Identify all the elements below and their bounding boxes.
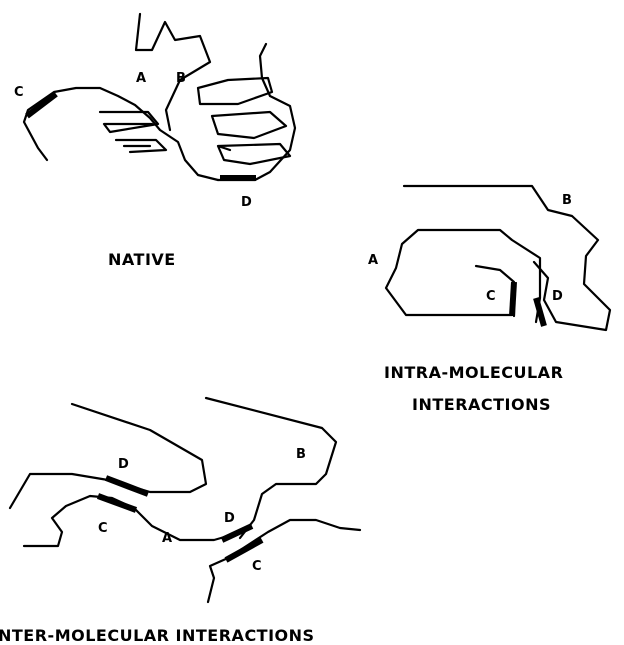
inter-chain-bottom-c [208, 520, 360, 602]
intra-chain-b [404, 186, 610, 330]
native-label-c: C [14, 85, 24, 100]
inter-segment-d1 [106, 478, 148, 494]
inter-structure: D C A D B C [10, 398, 360, 602]
intra-label-c: C [486, 289, 496, 304]
native-strands-a [100, 112, 166, 152]
native-segment-c [27, 94, 56, 116]
native-sheets-b [198, 78, 290, 164]
inter-label-b: B [296, 447, 306, 462]
inter-label-d2: D [224, 511, 235, 526]
inter-label-c2: C [252, 559, 262, 574]
native-label-a: A [136, 71, 146, 86]
inter-label-d1: D [118, 457, 129, 472]
inter-chain-left-top [10, 404, 206, 508]
intra-caption-line1: INTRA-MOLECULAR [384, 363, 563, 382]
inter-caption: NTER-MOLECULAR INTERACTIONS [0, 626, 315, 645]
native-structure: C A B D [14, 14, 295, 210]
intra-segment-c [512, 282, 514, 316]
inter-segment-d2 [222, 526, 252, 540]
inter-label-c1: C [98, 521, 108, 536]
intra-chain-a [386, 230, 540, 322]
intra-caption-line2: INTERACTIONS [412, 395, 551, 414]
inter-segment-c2 [226, 540, 262, 560]
inter-label-a: A [162, 531, 172, 546]
native-label-d: D [241, 195, 252, 210]
intra-label-b: B [562, 193, 572, 208]
intra-label-d: D [552, 289, 563, 304]
inter-segment-c1 [98, 496, 136, 510]
native-caption: NATIVE [108, 250, 176, 269]
intra-segment-d [536, 298, 544, 326]
native-chain-left [24, 88, 218, 180]
native-label-b: B [176, 71, 186, 86]
intra-label-a: A [368, 253, 378, 268]
intra-structure: A B C D [368, 186, 610, 330]
